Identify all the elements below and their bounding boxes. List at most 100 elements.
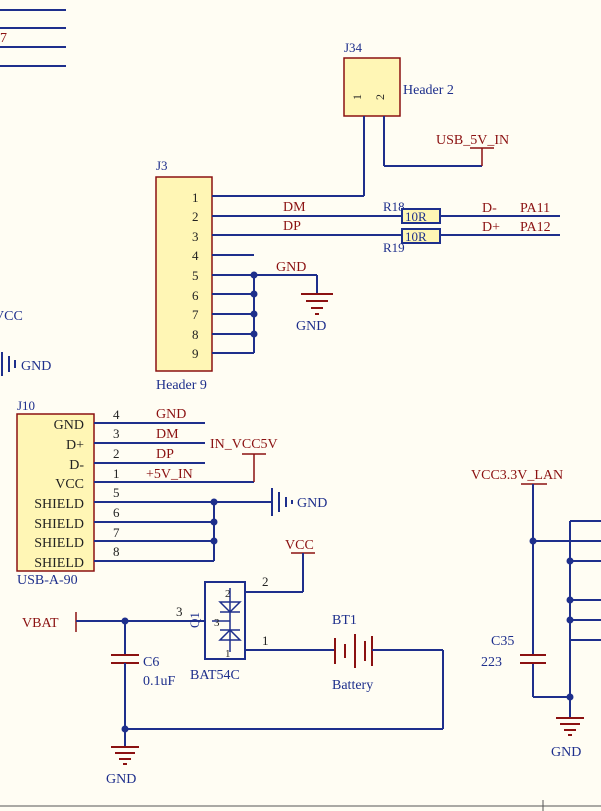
c35-designator: C35 xyxy=(491,634,514,649)
ground-symbol xyxy=(301,293,333,315)
j3-pin-2: 2 xyxy=(192,209,199,224)
j10-pin-name: VCC xyxy=(55,477,84,492)
j3-header: J3 1 2 3 4 5 6 7 8 9 Header 9 DM xyxy=(155,158,402,393)
r19-resistor: 10R R19 D+ PA12 xyxy=(383,220,560,255)
junction-dot xyxy=(250,271,258,279)
j10-usb-connector: J10 GND D+ D- VCC SHIELD SHIELD SHIELD S… xyxy=(16,398,327,588)
j10-pin-numbers: 4 3 2 1 5 6 7 8 xyxy=(113,407,120,559)
q1-comment: BAT54C xyxy=(190,668,240,683)
pa11-port-label: PA11 xyxy=(520,201,550,216)
r19-value: 10R xyxy=(405,229,427,244)
j34-comment: Header 2 xyxy=(403,83,454,98)
q1-designator: Q1 xyxy=(187,612,202,628)
j34-pin-2: 2 xyxy=(373,94,387,100)
lan-gnd-label: GND xyxy=(551,745,581,760)
j3-designator: J3 xyxy=(156,158,168,173)
j10-pin-number: 3 xyxy=(113,426,120,441)
j10-pin-number: 6 xyxy=(113,505,120,520)
q1-pin-3-outer: 3 xyxy=(176,604,183,619)
junction-dot xyxy=(210,537,218,545)
j34-pin-1: 1 xyxy=(350,94,364,100)
c6-designator: C6 xyxy=(143,655,159,670)
j10-body xyxy=(16,413,95,572)
j3-pin-8: 8 xyxy=(192,327,199,342)
left-edge-partial: VCC GND xyxy=(0,309,51,376)
top-left-partial: 7 xyxy=(0,9,66,67)
j10-designator: J10 xyxy=(17,398,35,413)
j34-body xyxy=(343,57,401,117)
c35-value: 223 xyxy=(481,655,502,670)
q1-inner-pin-1: 1 xyxy=(225,648,231,660)
vbat-net-label: VBAT xyxy=(22,616,59,631)
dm-net-label: DM xyxy=(283,200,306,215)
j10-pin-number: 7 xyxy=(113,525,120,540)
junction-dot xyxy=(250,310,258,318)
bt1-battery: BT1 Battery xyxy=(332,613,373,693)
j10-pin-name: SHIELD xyxy=(34,497,84,512)
j10-dm-net-label: DM xyxy=(156,427,179,442)
j3-pin-4: 4 xyxy=(192,248,199,263)
j3-pin-7: 7 xyxy=(192,307,199,322)
j10-pin-name: D+ xyxy=(66,438,84,453)
j3-pin-9: 9 xyxy=(192,346,199,361)
junction-dot xyxy=(121,725,129,733)
j34-header: J34 1 2 Header 2 USB_5V_IN xyxy=(343,40,509,196)
junction-dot xyxy=(529,537,537,545)
d-plus-net-label: D+ xyxy=(482,220,500,235)
junction-dot xyxy=(566,616,574,624)
j10-pin-name: GND xyxy=(54,418,84,433)
j10-pin-number: 8 xyxy=(113,544,120,559)
pa12-port-label: PA12 xyxy=(520,220,551,235)
q1-inner-pin-2: 2 xyxy=(225,588,231,600)
j3-pin-1: 1 xyxy=(192,190,199,205)
r18-designator: R18 xyxy=(383,199,405,214)
junction-dot xyxy=(566,693,574,701)
bt1-designator: BT1 xyxy=(332,613,357,628)
left-gnd-label: GND xyxy=(21,359,51,374)
dp-net-label: DP xyxy=(283,219,301,234)
bottom-gnd-label: GND xyxy=(106,772,136,787)
left-vcc-label: VCC xyxy=(0,309,23,324)
lan-section: VCC3.3V_LAN C35 223 GND xyxy=(471,468,601,760)
j10-pin-name: D- xyxy=(69,458,84,473)
j34-designator: J34 xyxy=(344,40,363,55)
j10-pin-number: 1 xyxy=(113,466,120,481)
j3-gnd-net-label: GND xyxy=(276,260,306,275)
j3-body xyxy=(155,176,213,372)
r19-designator: R19 xyxy=(383,240,405,255)
shield-gnd-label: GND xyxy=(297,496,327,511)
j3-pin-5: 5 xyxy=(192,268,199,283)
j10-comment: USB-A-90 xyxy=(17,573,78,588)
j3-pin-numbers: 1 2 3 4 5 6 7 8 9 xyxy=(192,190,199,361)
junction-dot xyxy=(566,596,574,604)
vcc-net-label: VCC xyxy=(285,538,314,553)
d-minus-net-label: D- xyxy=(482,201,497,216)
j10-pin-number: 5 xyxy=(113,485,120,500)
j10-pin-names: GND D+ D- VCC SHIELD SHIELD SHIELD SHIEL… xyxy=(34,418,84,571)
ground-symbol xyxy=(111,746,139,765)
q1-diode: 2 3 1 Q1 BAT54C xyxy=(187,581,246,683)
junction-dot xyxy=(566,557,574,565)
in-vcc5v-net-label: IN_VCC5V xyxy=(210,437,278,452)
vcc33-lan-net-label: VCC3.3V_LAN xyxy=(471,468,563,483)
c6-value: 0.1uF xyxy=(143,674,176,689)
q1-pin-1-outer: 1 xyxy=(262,633,269,648)
junction-dot xyxy=(210,518,218,526)
j10-pin-number: 2 xyxy=(113,446,120,461)
j10-dp-net-label: DP xyxy=(156,447,174,462)
power-section: VCC 2 VBAT 3 2 3 1 Q1 BAT54C 1 xyxy=(22,538,444,787)
junction-dot xyxy=(250,290,258,298)
j10-pin-name: SHIELD xyxy=(34,536,84,551)
q1-inner-pin-3: 3 xyxy=(214,617,220,629)
junction-dot xyxy=(250,330,258,338)
j3-pin-3: 3 xyxy=(192,229,199,244)
j3-comment: Header 9 xyxy=(156,378,207,393)
j10-5v-net-label: +5V_IN xyxy=(146,467,193,482)
j10-pin-number: 4 xyxy=(113,407,120,422)
ground-symbol xyxy=(556,717,584,736)
junction-dot xyxy=(210,498,218,506)
j10-pin-name: SHIELD xyxy=(34,517,84,532)
j3-gnd-label: GND xyxy=(296,319,326,334)
j3-pin-6: 6 xyxy=(192,288,199,303)
